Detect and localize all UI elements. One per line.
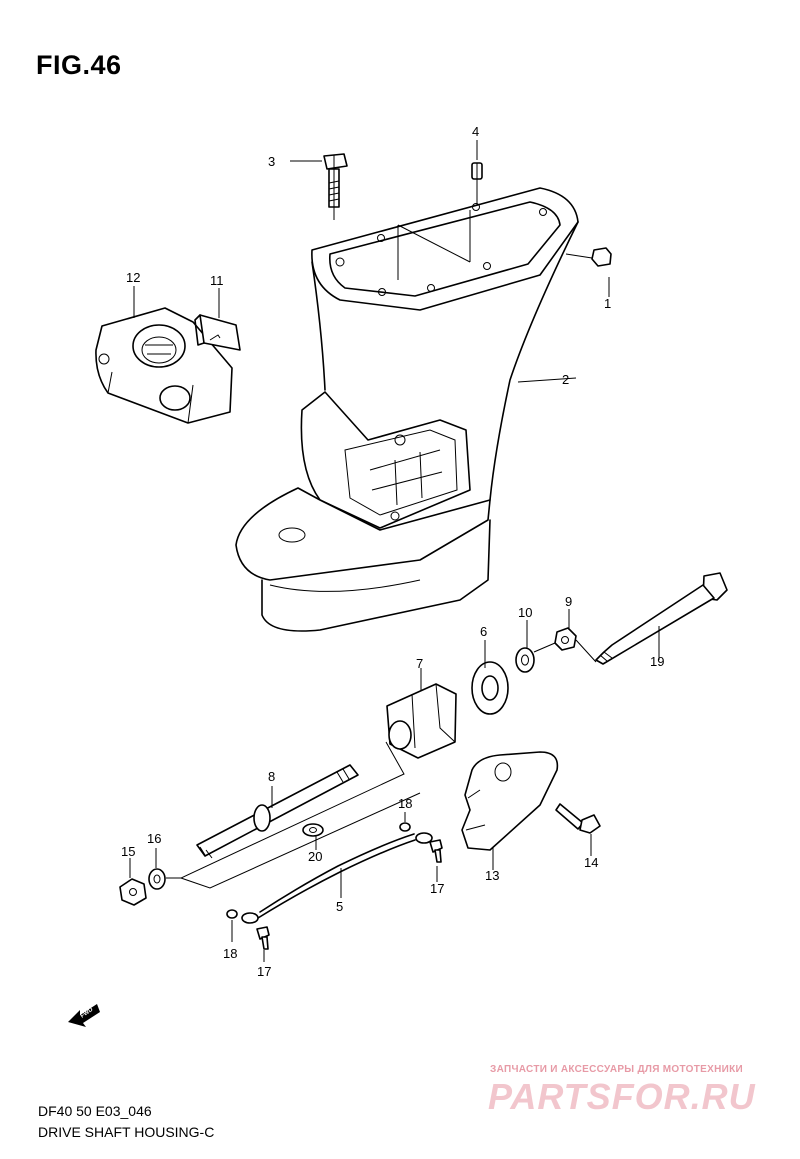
mount-rubber xyxy=(194,314,241,351)
callout-12: 12 xyxy=(126,270,140,285)
lower-mount-rubber xyxy=(386,683,457,759)
watermark-tagline: ЗАПЧАСТИ И АКСЕССУАРЫ ДЛЯ МОТОТЕХНИКИ xyxy=(490,1064,743,1075)
callout-15: 15 xyxy=(121,844,135,859)
callout-18-lower: 18 xyxy=(223,946,237,961)
callout-7: 7 xyxy=(416,656,423,671)
callout-16: 16 xyxy=(147,831,161,846)
callout-8: 8 xyxy=(268,769,275,784)
callout-11: 11 xyxy=(210,273,224,288)
lower-mount-stud xyxy=(196,764,359,859)
cable-screw-lower xyxy=(256,926,270,950)
mount-washer-small xyxy=(515,647,535,673)
callout-3: 3 xyxy=(268,154,275,169)
callout-19: 19 xyxy=(650,654,664,669)
cable-washer-lower xyxy=(226,909,238,919)
callout-13: 13 xyxy=(485,868,499,883)
watermark-logo: PARTSFOR.RU xyxy=(488,1076,756,1117)
lower-cover xyxy=(461,751,559,851)
callout-14: 14 xyxy=(584,855,598,870)
housing-bolt xyxy=(323,153,348,208)
callout-4: 4 xyxy=(472,124,479,139)
figure-name: DRIVE SHAFT HOUSING-C xyxy=(38,1124,215,1140)
stud-nut xyxy=(119,878,147,906)
mount-nut xyxy=(554,627,577,651)
callout-1: 1 xyxy=(604,296,611,311)
plug xyxy=(591,247,612,267)
callout-numbers: 1 2 3 4 5 6 7 8 9 10 11 12 13 14 15 16 1… xyxy=(121,124,664,979)
callout-2: 2 xyxy=(562,372,569,387)
assembly-guide-lines xyxy=(166,155,597,889)
leader-lines xyxy=(129,140,660,962)
figure-code: DF40 50 E03_046 xyxy=(38,1103,152,1119)
cable-washer-upper xyxy=(399,822,411,832)
callout-20: 20 xyxy=(308,849,322,864)
cover-screw xyxy=(555,803,601,834)
callout-10: 10 xyxy=(518,605,532,620)
figure-title: FIG.46 xyxy=(36,50,122,80)
long-mount-bolt xyxy=(595,572,728,665)
callout-9: 9 xyxy=(565,594,572,609)
ground-cable xyxy=(241,832,433,924)
stud-washer xyxy=(148,868,166,890)
callout-18-upper: 18 xyxy=(398,796,412,811)
mount-washer-large xyxy=(471,661,509,715)
callout-5: 5 xyxy=(336,899,343,914)
callout-17-upper: 17 xyxy=(430,881,444,896)
callout-6: 6 xyxy=(480,624,487,639)
fwd-arrow-icon: FWD xyxy=(68,1004,100,1027)
drive-shaft-housing xyxy=(235,187,579,632)
lower-mount-bracket xyxy=(95,307,233,424)
ground-washer xyxy=(302,823,324,837)
cable-screw-upper xyxy=(429,839,443,863)
callout-17-lower: 17 xyxy=(257,964,271,979)
